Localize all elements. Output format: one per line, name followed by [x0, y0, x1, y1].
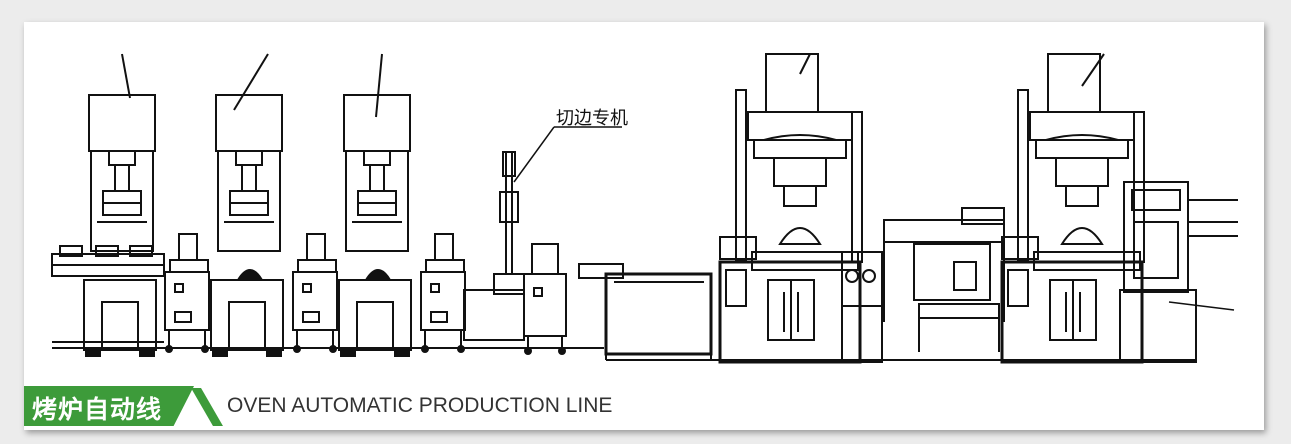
hydraulic-press-2 — [1000, 53, 1145, 364]
trimming-machine — [463, 126, 622, 355]
title-tag — [24, 386, 194, 426]
robot-unit-1 — [164, 233, 210, 353]
press-3 — [338, 53, 412, 357]
illustration-card: 切边专机 烤炉自动线 OVEN AUTOMATIC PRODUCTION LIN… — [24, 22, 1264, 430]
control-cabinet-1 — [841, 251, 883, 363]
production-line-drawing — [51, 53, 1238, 364]
robot-unit-3 — [420, 233, 466, 353]
middle-conveyor — [578, 263, 713, 360]
press-1 — [83, 53, 157, 357]
robot-unit-2 — [292, 233, 338, 353]
caption-bar: 烤炉自动线 OVEN AUTOMATIC PRODUCTION LINE — [24, 386, 724, 426]
hydraulic-press-1 — [718, 53, 863, 364]
caption-title-en: OVEN AUTOMATIC PRODUCTION LINE — [227, 394, 613, 417]
divider-slash — [191, 388, 223, 426]
press-2 — [210, 53, 284, 357]
trimming-machine-label: 切边专机 — [556, 108, 628, 129]
right-unloader — [1119, 181, 1238, 363]
left-conveyor — [51, 245, 165, 343]
mid-transfer-table — [883, 207, 1005, 352]
caption-title-cn: 烤炉自动线 — [32, 395, 163, 424]
